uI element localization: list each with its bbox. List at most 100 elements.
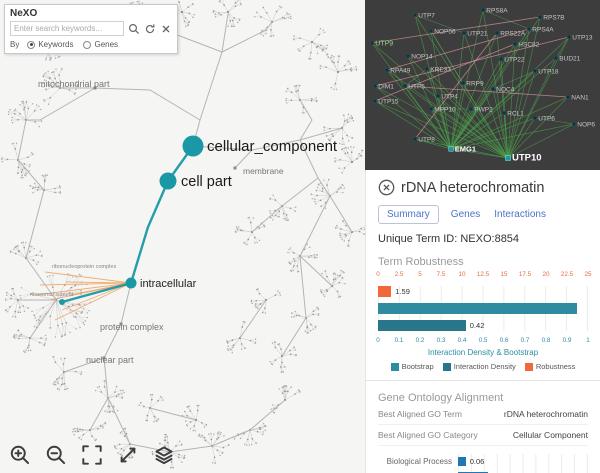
network-edge (407, 55, 452, 150)
network-edge (414, 14, 452, 150)
tree-branch-node[interactable] (119, 322, 123, 326)
gene-node-RPS4A[interactable]: RPS4A (526, 27, 554, 34)
legend-label: Bootstrap (401, 362, 434, 371)
fit-screen-button[interactable] (80, 443, 104, 467)
tab-summary[interactable]: Summary (378, 205, 439, 224)
gene-node-NOP6[interactable]: NOP6 (571, 122, 595, 129)
tree-term-node-cellular_component[interactable] (182, 135, 204, 157)
bar-row-bootstrap (378, 303, 587, 314)
tree-node-label[interactable]: cellular_component (207, 138, 338, 155)
network-edge (430, 30, 464, 84)
axis-tick: 0.9 (562, 337, 572, 344)
go-chart-plot: 0.06 (458, 454, 588, 469)
axis-tick: 17.5 (518, 271, 532, 278)
gene-node-BUD21[interactable]: BUD21 (553, 56, 581, 63)
tree-branch-node[interactable] (102, 356, 106, 360)
network-edge (450, 82, 464, 150)
tree-term-node-intracellular[interactable] (125, 277, 137, 289)
gene-node-UTP7[interactable]: UTP7 (412, 13, 435, 20)
tree-node-label[interactable]: intracellular (140, 278, 197, 290)
gene-node-RPS8A[interactable]: RPS8A (480, 8, 508, 15)
gene-node-MPP10[interactable]: MPP10 (428, 107, 456, 114)
gene-node-KRE33[interactable]: KRE33 (424, 67, 451, 74)
orange-gene-edge (44, 271, 132, 284)
svg-text:UTP4: UTP4 (441, 94, 458, 101)
axis-tick: 0.4 (457, 337, 467, 344)
network-edge (470, 108, 509, 159)
network-edge (462, 82, 509, 159)
network-edge (386, 28, 530, 71)
tab-genes[interactable]: Genes (450, 209, 481, 220)
gene-node-NOP56[interactable]: NOP56 (428, 29, 456, 36)
gene-node-UTP15[interactable]: UTP15 (372, 99, 399, 106)
gene-node-HSC82[interactable]: HSC82 (512, 42, 540, 49)
zoom-out-button[interactable] (44, 443, 68, 467)
bar-value-label: 1.59 (395, 287, 410, 296)
gene-node-RRP9[interactable]: RRP9 (460, 81, 484, 88)
gene-node-UTP13[interactable]: UTP13 (566, 35, 593, 42)
gene-node-UTP9[interactable]: UTP9 (369, 41, 393, 48)
network-edge (426, 68, 509, 159)
tree-term-node-selected-subterm[interactable] (59, 299, 65, 305)
unique-term-id: Unique Term ID: NEXO:8854 (378, 233, 588, 245)
search-icon[interactable] (127, 22, 140, 35)
gene-node-UTP21[interactable]: UTP21 (461, 31, 488, 38)
ontology-tree-canvas[interactable]: mitochondrial part cellular_componentcell… (0, 0, 365, 473)
tab-interactions[interactable]: Interactions (494, 209, 546, 220)
axis-tick: 0.1 (394, 337, 404, 344)
tree-node-label[interactable]: ribosomal subunit (30, 292, 74, 298)
tree-node-label[interactable]: mitochondrial part (38, 79, 110, 89)
gene-node-NOP14[interactable]: NOP14 (405, 54, 433, 61)
tree-branch-node[interactable] (93, 86, 97, 90)
fit-screen-icon (82, 445, 102, 465)
tree-node-label[interactable]: membrane (243, 166, 284, 176)
gene-node-UTP8[interactable]: UTP8 (412, 137, 435, 144)
tree-node-label[interactable]: cell part (181, 174, 232, 190)
gene-node-RPS22A[interactable]: RPS22A (494, 31, 526, 38)
gene-node-UTP4[interactable]: UTP4 (435, 94, 458, 101)
gene-node-PWP2[interactable]: PWP2 (468, 107, 493, 114)
tree-branch-node[interactable] (233, 166, 237, 170)
legend-label: Robustness (535, 362, 576, 371)
gene-node-UTP18[interactable]: UTP18 (532, 69, 559, 76)
network-edge (430, 108, 509, 159)
network-edge (374, 100, 452, 150)
svg-text:BUD21: BUD21 (559, 56, 580, 63)
layers-button[interactable] (152, 443, 176, 467)
gene-node-UTP22[interactable]: UTP22 (498, 57, 525, 64)
gene-node-UTP10[interactable]: UTP10 (505, 153, 542, 164)
alignment-value: Cellular Component (512, 430, 588, 440)
fit-selection-button[interactable] (116, 443, 140, 467)
gene-node-UTP6[interactable]: UTP6 (532, 116, 555, 123)
gene-node-UTP5[interactable]: UTP5 (402, 84, 425, 91)
tree-node-label[interactable]: nuclear part (86, 355, 134, 365)
gene-node-EMG1[interactable]: EMG1 (448, 145, 476, 154)
network-edge (374, 43, 516, 102)
network-edge (437, 95, 452, 150)
gene-node-DIM1[interactable]: DIM1 (372, 84, 394, 91)
gene-node-NOC4[interactable]: NOC4 (490, 87, 515, 94)
zoom-in-button[interactable] (8, 443, 32, 467)
legend-swatch (442, 362, 451, 371)
gene-node-NAN1[interactable]: NAN1 (565, 95, 589, 102)
bar-row-interaction-density: 0.42 (378, 320, 587, 331)
diagonal-arrows-icon (120, 447, 136, 463)
gene-node-RPA49[interactable]: RPA49 (384, 68, 411, 75)
search-mode-keywords[interactable]: Keywords (27, 40, 73, 49)
gene-node-RCL1[interactable]: RCL1 (501, 111, 524, 118)
search-mode-genes[interactable]: Genes (83, 40, 118, 49)
search-input[interactable] (10, 21, 124, 36)
refresh-icon[interactable] (143, 22, 156, 35)
tree-term-node-cell-part[interactable] (159, 172, 177, 190)
network-edge (374, 85, 509, 159)
tree-node-label[interactable]: protein complex (100, 322, 164, 332)
close-icon[interactable] (378, 179, 395, 196)
go-chart-value: 0.06 (469, 457, 485, 466)
tree-node-label[interactable]: ribonucleoprotein complex (52, 264, 116, 270)
clear-icon[interactable] (159, 22, 172, 35)
gene-node-RPS7B[interactable]: RPS7B (537, 15, 565, 22)
